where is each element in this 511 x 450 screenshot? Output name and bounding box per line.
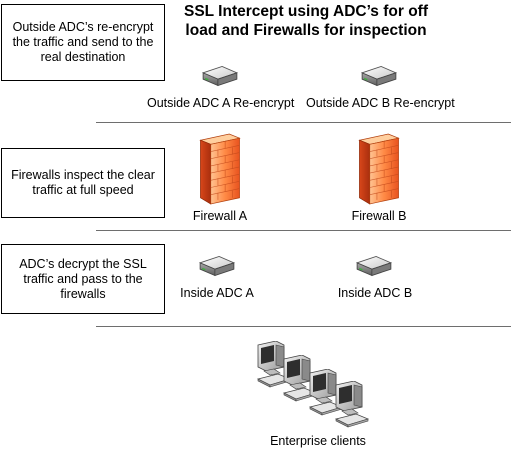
workstation-icon <box>332 381 372 431</box>
adc-appliance-icon <box>198 254 236 278</box>
outside-adc-a-label: Outside ADC A Re-encrypt <box>147 96 295 110</box>
outside-adc-b-label: Outside ADC B Re-encrypt <box>306 96 455 110</box>
inside-adc-b-label: Inside ADC B <box>337 286 413 300</box>
tier-separator <box>96 230 511 231</box>
inside-adc-a-label: Inside ADC A <box>180 286 254 300</box>
adc-appliance-icon <box>360 64 398 88</box>
outside-adc-description-box: Outside ADC’s re-encrypt the traffic and… <box>1 4 165 81</box>
diagram-title: SSL Intercept using ADC’s for off load a… <box>184 3 428 39</box>
inside-adc-description: ADC’s decrypt the SSL traffic and pass t… <box>19 256 147 301</box>
firewall-a-label: Firewall A <box>192 209 248 223</box>
outside-adc-description: Outside ADC’s re-encrypt the traffic and… <box>12 20 154 64</box>
tier-separator <box>96 122 511 123</box>
adc-appliance-icon <box>355 254 393 278</box>
enterprise-clients-label: Enterprise clients <box>270 434 366 448</box>
firewall-icon <box>198 132 242 206</box>
firewall-description-box: Firewalls inspect the clear traffic at f… <box>1 148 165 218</box>
tier-separator <box>96 326 511 327</box>
inside-adc-description-box: ADC’s decrypt the SSL traffic and pass t… <box>1 244 165 314</box>
firewall-b-label: Firewall B <box>351 209 407 223</box>
firewall-description: Firewalls inspect the clear traffic at f… <box>11 168 155 197</box>
firewall-icon <box>357 132 401 206</box>
adc-appliance-icon <box>201 64 239 88</box>
